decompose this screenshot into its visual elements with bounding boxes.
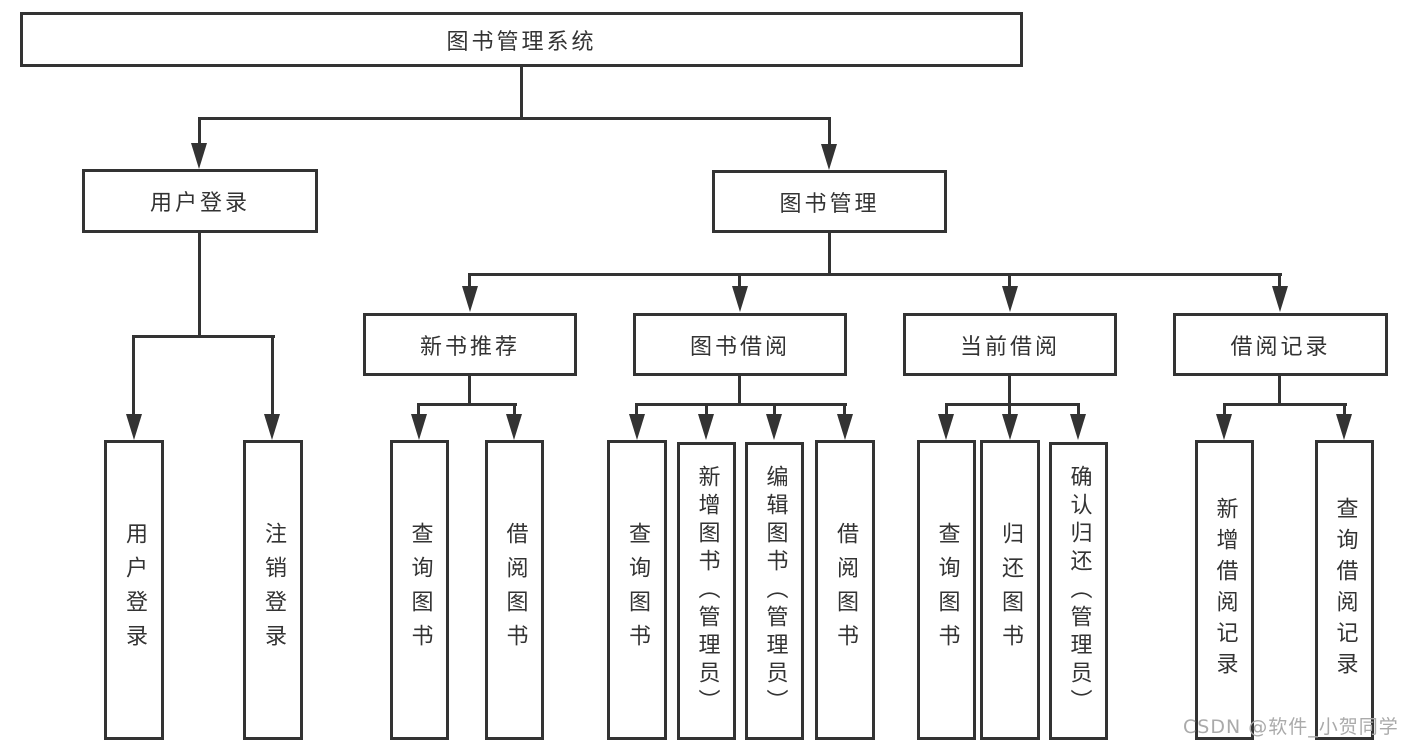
arrow-down-icon (837, 414, 853, 440)
leaf-label: 借阅图书 (833, 522, 858, 658)
connector-line (417, 405, 420, 416)
leaf-bb-add-book: 新增图书（管理员） (677, 442, 736, 740)
leaf-bb-query-book: 查询图书 (607, 440, 667, 740)
node-root: 图书管理系统 (20, 12, 1023, 67)
connector-line (828, 119, 831, 146)
leaf-label: 注销登录 (261, 522, 286, 658)
leaf-label: 用户登录 (122, 522, 147, 658)
leaf-label: 编辑图书（管理员） (762, 465, 788, 717)
arrow-down-icon (1070, 414, 1086, 440)
arrow-down-icon (411, 414, 427, 440)
arrow-down-icon (1272, 286, 1288, 312)
arrow-down-icon (766, 414, 782, 440)
leaf-label: 查询图书 (625, 522, 650, 658)
leaf-label: 查询借阅记录 (1332, 497, 1358, 683)
arrow-down-icon (938, 414, 954, 440)
arrow-down-icon (264, 414, 280, 440)
connector-line (198, 117, 831, 120)
arrow-down-icon (191, 143, 207, 169)
connector-line (738, 275, 741, 288)
connector-line (1008, 275, 1011, 288)
connector-line (198, 119, 201, 145)
leaf-cb-query-book: 查询图书 (917, 440, 976, 740)
connector-line (1077, 405, 1080, 416)
connector-line (1343, 405, 1346, 416)
leaf-cb-confirm-return: 确认归还（管理员） (1049, 442, 1108, 740)
connector-line (513, 405, 516, 416)
connector-line (945, 403, 1080, 406)
arrow-down-icon (732, 286, 748, 312)
arrow-down-icon (821, 144, 837, 170)
leaf-label: 查询图书 (407, 522, 433, 658)
connector-line (1008, 375, 1011, 406)
connector-line (1223, 403, 1347, 406)
leaf-label: 新增借阅记录 (1212, 497, 1238, 683)
leaf-user-login: 用户登录 (104, 440, 164, 740)
leaf-label: 查询图书 (934, 522, 960, 658)
leaf-cb-return-book: 归还图书 (980, 440, 1040, 740)
arrow-down-icon (462, 286, 478, 312)
node-new-book-rec: 新书推荐 (363, 313, 577, 376)
connector-line (1278, 375, 1281, 406)
connector-line (635, 405, 638, 416)
connector-line (843, 405, 846, 416)
leaf-logout: 注销登录 (243, 440, 303, 740)
connector-line (520, 65, 523, 119)
connector-line (705, 405, 708, 416)
watermark: CSDN @软件_小贺同学 (1183, 716, 1399, 738)
connector-line (635, 403, 847, 406)
leaf-label: 确认归还（管理员） (1066, 465, 1092, 717)
connector-line (132, 335, 275, 338)
connector-line (271, 337, 274, 416)
connector-line (738, 375, 741, 406)
connector-line (198, 232, 201, 335)
arrow-down-icon (506, 414, 522, 440)
node-user-login: 用户登录 (82, 169, 318, 233)
arrow-down-icon (629, 414, 645, 440)
leaf-bb-borrow-book: 借阅图书 (815, 440, 875, 740)
node-book-mgmt: 图书管理 (712, 170, 947, 233)
arrow-down-icon (1336, 414, 1352, 440)
arrow-down-icon (126, 414, 142, 440)
leaf-label: 新增图书（管理员） (694, 465, 720, 717)
arrow-down-icon (1002, 414, 1018, 440)
leaf-br-query-record: 查询借阅记录 (1315, 440, 1374, 740)
node-book-borrow: 图书借阅 (633, 313, 847, 376)
leaf-rec-query-book: 查询图书 (390, 440, 449, 740)
connector-line (468, 375, 471, 406)
leaf-br-add-record: 新增借阅记录 (1195, 440, 1254, 740)
connector-line (468, 275, 471, 288)
connector-line (828, 232, 831, 275)
connector-line (132, 337, 135, 416)
arrow-down-icon (1002, 286, 1018, 312)
leaf-bb-edit-book: 编辑图书（管理员） (745, 442, 804, 740)
node-borrow-record: 借阅记录 (1173, 313, 1388, 376)
connector-line (945, 405, 948, 416)
leaf-label: 归还图书 (998, 522, 1023, 658)
arrow-down-icon (1216, 414, 1232, 440)
connector-line (468, 273, 1282, 276)
arrow-down-icon (698, 414, 714, 440)
node-current-borrow: 当前借阅 (903, 313, 1117, 376)
connector-line (773, 405, 776, 416)
connector-line (1278, 275, 1281, 288)
connector-line (1223, 405, 1226, 416)
connector-line (1008, 405, 1011, 416)
leaf-label: 借阅图书 (502, 522, 528, 658)
leaf-rec-borrow-book: 借阅图书 (485, 440, 544, 740)
connector-line (417, 403, 517, 406)
